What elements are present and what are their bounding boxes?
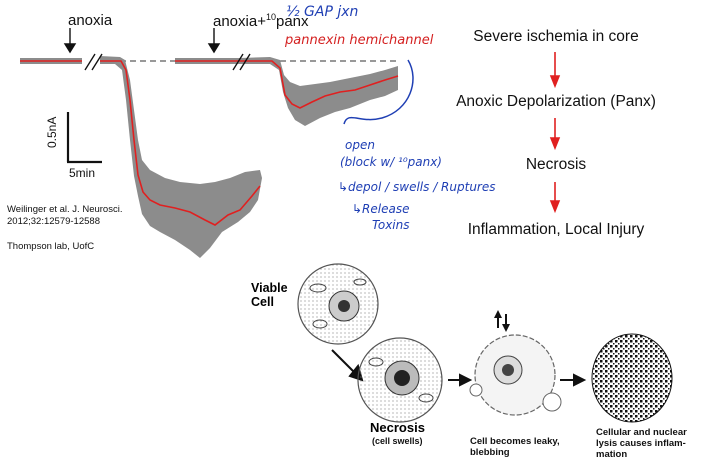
trace-mean-panx	[175, 60, 399, 109]
viable-label-line2: Cell	[251, 295, 274, 309]
flow-step-necrosis: Necrosis	[525, 156, 587, 173]
necrosis-cell-sublabel: (cell swells)	[372, 436, 423, 446]
axis-break-left	[84, 53, 103, 71]
anoxia-arrow	[63, 28, 77, 54]
necrosis-cell-drawing	[357, 337, 443, 423]
leaky-cell-drawing	[469, 310, 562, 416]
viable-label-line1: Viable	[251, 281, 288, 295]
anoxia-panx-tail: panx	[275, 13, 309, 30]
anoxia-label: anoxia	[68, 12, 113, 29]
citation-line-2: 2012;32:12579-12588	[7, 216, 100, 227]
handwritten-release: ↳Release	[352, 202, 410, 216]
diagram-arrow-2	[448, 373, 473, 387]
trace-envelope-panx	[175, 57, 398, 126]
flow-arrow-2	[549, 118, 561, 151]
handwritten-gap-junction: ½ GAP jxn	[286, 4, 359, 20]
anoxia-panx-arrow	[207, 28, 221, 54]
handwritten-block: (block w/ ¹⁰panx)	[340, 155, 442, 169]
anoxia-panx-superscript: 10	[265, 12, 276, 22]
scale-time-label: 5min	[69, 166, 96, 180]
leaky-cell-caption: Cell becomes leaky, blebbing	[470, 436, 560, 458]
flow-step-depolarization: Anoxic Depolarization (Panx)	[456, 93, 656, 110]
scale-current-label: 0.5nA	[45, 116, 59, 148]
lab-credit: Thompson lab, UofC	[7, 241, 95, 252]
anoxia-panx-base: anoxia+	[213, 13, 266, 30]
necrosis-cell-label: Necrosis	[370, 420, 425, 435]
handwritten-hemichannel: pannexin hemichannel	[285, 33, 434, 48]
flow-arrow-3	[549, 182, 561, 214]
viable-cell-drawing	[297, 263, 379, 345]
handwritten-toxins: Toxins	[372, 218, 410, 232]
lysis-caption: Cellular and nuclear lysis causes inflam…	[596, 427, 687, 460]
flow-arrows	[549, 52, 561, 214]
lysis-caption-line2: lysis causes inflam-	[596, 438, 686, 449]
hand-drawn-pointer-curve	[343, 59, 414, 125]
anoxia-panx-label: anoxia+10panx	[213, 12, 309, 30]
diagram-arrow-3	[560, 373, 587, 387]
leaky-caption-line1: Cell becomes leaky,	[470, 436, 560, 447]
citation-line-1: Weilinger et al. J. Neurosci.	[7, 204, 123, 215]
flow-step-inflammation: Inflammation, Local Injury	[467, 221, 645, 238]
lysis-caption-line1: Cellular and nuclear	[596, 427, 687, 438]
diagram-arrow-1	[331, 349, 364, 382]
viable-cell-label: Viable Cell	[251, 281, 288, 309]
necrosis-cell-diagram	[297, 263, 673, 423]
trace-mean-main	[20, 60, 261, 226]
leaky-caption-line2: blebbing	[470, 447, 510, 458]
handwritten-open: open	[345, 138, 375, 152]
flow-arrow-1	[549, 52, 561, 89]
flow-step-ischemia: Severe ischemia in core	[473, 28, 639, 45]
handwritten-depol: ↳depol / swells / Ruptures	[338, 180, 496, 194]
lysis-caption-line3: mation	[596, 449, 628, 460]
trace-envelope-main	[100, 56, 262, 258]
axis-break-right	[232, 53, 251, 71]
scale-bar	[66, 112, 102, 164]
current-trace-figure	[20, 28, 414, 258]
lysed-cell-drawing	[591, 333, 673, 423]
